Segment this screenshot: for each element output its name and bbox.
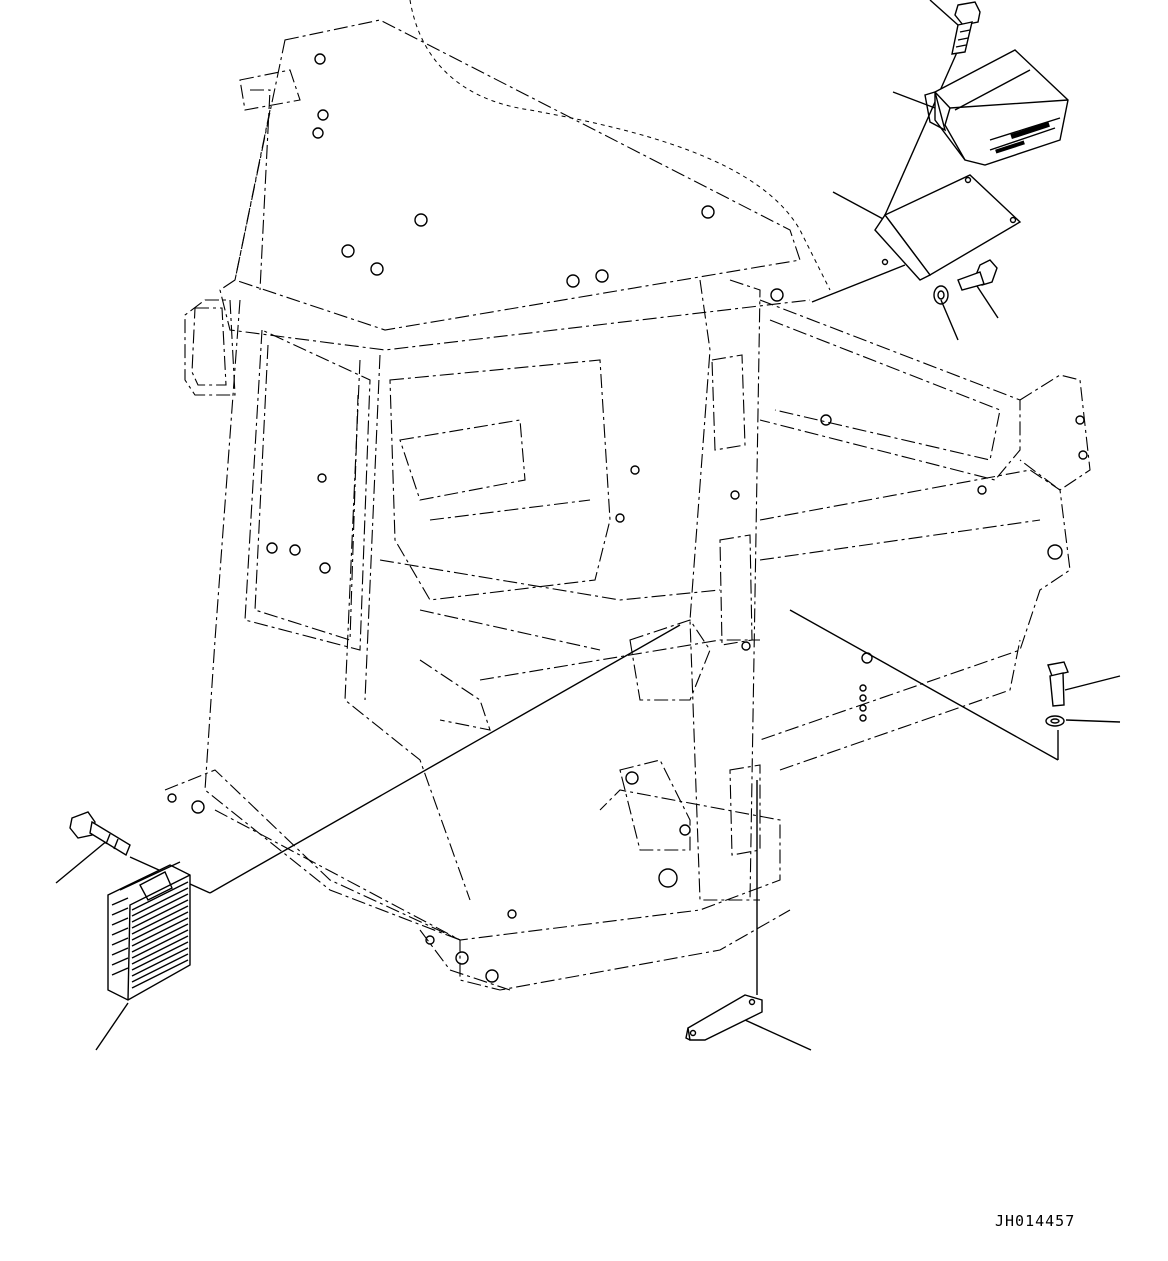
finned-cover bbox=[107, 861, 191, 1001]
cab-frame-phantom bbox=[164, 0, 1091, 991]
bracket-bottom bbox=[685, 994, 763, 1041]
bolt-right bbox=[1047, 661, 1069, 707]
mounting-plate bbox=[874, 174, 1022, 281]
bolt-upper-right bbox=[957, 259, 998, 291]
bolt-lower-left bbox=[69, 811, 131, 857]
drawing-code: JH014457 bbox=[995, 1212, 1076, 1230]
bolt-top bbox=[951, 1, 981, 55]
washer-upper bbox=[933, 285, 949, 305]
leader-lines bbox=[55, 0, 1121, 1051]
washer-right bbox=[1045, 715, 1065, 727]
controller-unit bbox=[924, 49, 1069, 166]
